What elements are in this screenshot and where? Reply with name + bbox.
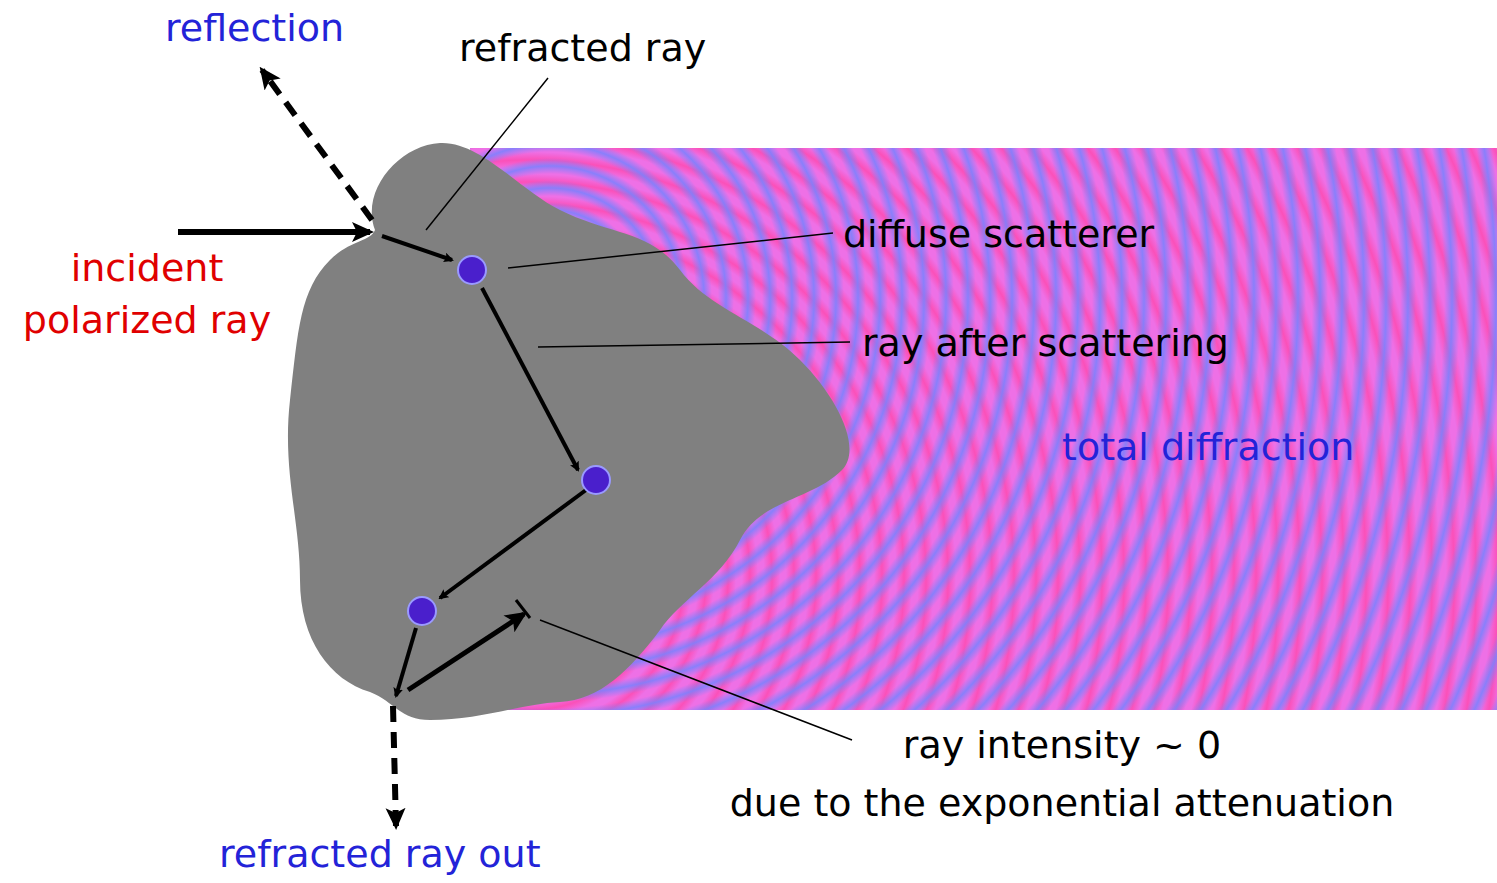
callout-label: refracted ray — [459, 25, 706, 71]
callout-label: ray after scattering — [862, 320, 1229, 366]
ray-label: refracted ray out — [219, 832, 541, 876]
diffuse-scatterers — [408, 256, 610, 625]
particle-blob — [288, 143, 850, 720]
note-label: ray intensity ~ 0 due to the exponential… — [662, 716, 1462, 832]
ray-label: incident polarized ray — [2, 242, 292, 346]
leader-lines — [426, 78, 852, 740]
callout-label: diffuse scatterer — [843, 211, 1154, 257]
region-label: reflection — [165, 5, 344, 51]
rays — [178, 70, 586, 826]
region-label: total diffraction — [1062, 424, 1354, 470]
